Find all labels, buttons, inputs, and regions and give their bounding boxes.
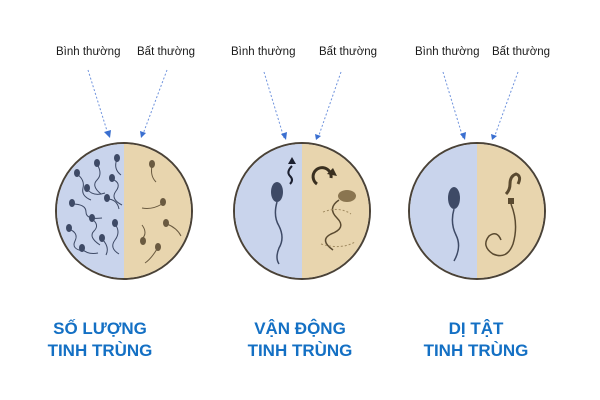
- abnormal-label: Bất thường: [319, 46, 378, 58]
- normal-half: [410, 144, 477, 278]
- panel-sperm-count: Bình thường Bất thường: [0, 0, 200, 400]
- sperm-morphology-illustration-icon: [448, 172, 522, 262]
- abnormal-half: [302, 144, 369, 278]
- title-sperm-count: SỐ LƯỢNG TINH TRÙNG: [47, 319, 153, 360]
- pointer-arrows: [442, 71, 519, 140]
- petri-dish: [233, 142, 371, 280]
- sperm-motility-illustration-icon: [271, 157, 356, 265]
- abnormal-half: [124, 144, 191, 278]
- pointer-arrows: [87, 69, 168, 138]
- pointer-arrows: [263, 71, 342, 140]
- abnormal-label: Bất thường: [492, 46, 551, 58]
- abnormal-label: Bất thường: [137, 46, 196, 58]
- title-sperm-morphology: DỊ TẬT TINH TRÙNG: [423, 319, 529, 360]
- panel-sperm-motility: Bình thường Bất thường VẬN ĐỘNG TINH TRÙ…: [200, 0, 400, 400]
- sperm-count-illustration-icon: [66, 154, 182, 264]
- normal-label: Bình thường: [415, 46, 480, 58]
- petri-dish: [408, 142, 546, 280]
- normal-label: Bình thường: [56, 46, 121, 58]
- panel-sperm-morphology: Bình thường Bất thường DỊ TẬT TINH TRÙNG: [400, 0, 600, 400]
- normal-label: Bình thường: [231, 46, 296, 58]
- title-sperm-motility: VẬN ĐỘNG TINH TRÙNG: [247, 319, 353, 360]
- normal-half: [57, 144, 124, 278]
- abnormal-half: [477, 144, 544, 278]
- petri-dish: [55, 142, 193, 280]
